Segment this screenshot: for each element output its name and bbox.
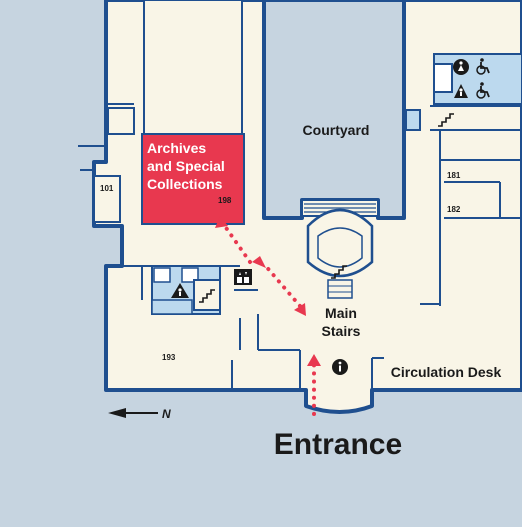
stairs-rotunda — [306, 208, 374, 278]
archives-label-line3: Collections — [147, 176, 223, 192]
archives-fill — [141, 133, 245, 225]
restroom-stall — [433, 63, 453, 93]
route-line-stairs-mid — [262, 262, 302, 308]
restroom-stall — [181, 267, 199, 283]
entrance-vestibule — [299, 350, 384, 390]
stairs-icon — [199, 289, 215, 303]
arrow-left-icon — [108, 408, 126, 418]
entrance-label: Entrance — [274, 428, 402, 461]
window-box — [405, 109, 421, 131]
stairs-icon — [438, 113, 454, 127]
room-101: 101 — [80, 169, 121, 223]
north-label: N — [162, 407, 171, 421]
information-icon[interactable] — [332, 359, 348, 375]
room-193-number: 193 — [162, 353, 176, 362]
courtyard-shape — [262, 0, 406, 220]
left-corridor — [78, 0, 243, 147]
wheelchair-icon — [476, 58, 490, 75]
room-101-number: 101 — [100, 184, 114, 193]
room-181-number: 181 — [447, 171, 461, 180]
archives-label-line1: Archives — [147, 140, 206, 156]
route-line-to-archives — [220, 220, 252, 264]
restroom-stall — [151, 299, 193, 315]
restroom-male-icon — [171, 283, 189, 298]
restroom-female-icon — [453, 59, 469, 75]
courtyard-label: Courtyard — [303, 122, 370, 138]
restrooms-top-right — [433, 53, 522, 105]
main-stairs-label-line2: Stairs — [322, 323, 361, 339]
circulation-desk-label: Circulation Desk — [391, 364, 502, 380]
archives-room[interactable]: Archives and Special Collections 198 — [141, 133, 245, 225]
corridor-shaft — [143, 0, 243, 135]
lower-left-cluster: 193 — [106, 265, 300, 390]
wheelchair-icon — [476, 82, 490, 99]
room-182-number: 182 — [447, 205, 461, 214]
route-path — [215, 216, 321, 416]
route-arrow-mid — [294, 303, 306, 316]
stairs-icon — [331, 265, 347, 279]
right-rooms: 181 182 — [405, 105, 522, 306]
small-room — [107, 107, 135, 135]
archives-label-line2: and Special — [147, 158, 225, 174]
archives-room-number: 198 — [218, 196, 232, 205]
route-arrow-archives — [215, 216, 228, 228]
north-arrow: N — [108, 407, 171, 421]
courtyard-area: Courtyard — [262, 0, 406, 220]
restroom-stall — [153, 267, 171, 283]
route-arrow-stairs — [307, 354, 321, 366]
restroom-male-icon — [454, 84, 468, 98]
main-stairs[interactable]: Main Stairs — [301, 199, 379, 339]
elevator-icon — [234, 269, 252, 285]
route-arrow-upper — [252, 256, 266, 268]
room-101-box — [93, 175, 121, 223]
stairs-lower-flight — [327, 279, 353, 299]
main-stairs-label-line1: Main — [325, 305, 357, 321]
